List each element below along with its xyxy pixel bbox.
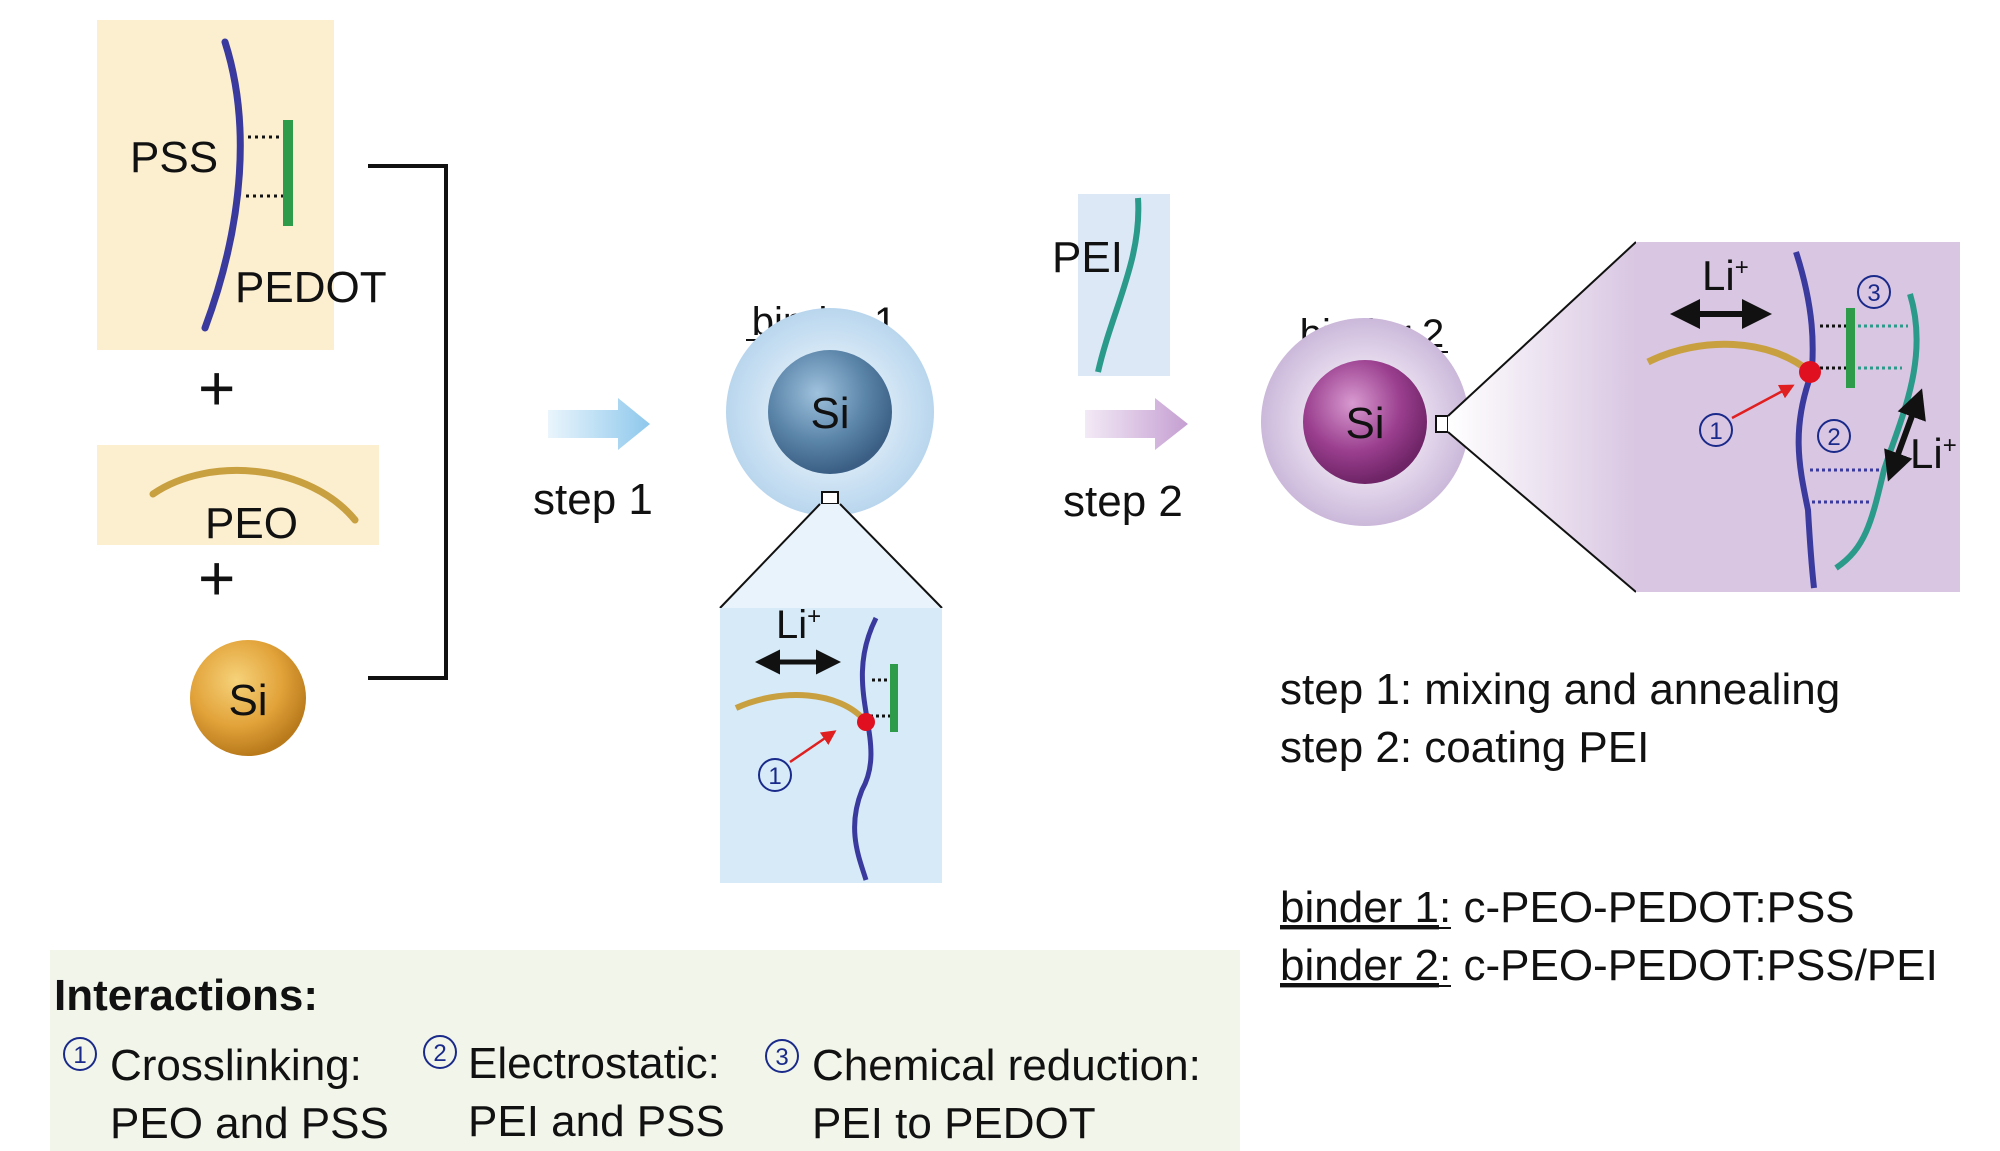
binder1-key: binder 1	[1280, 883, 1439, 932]
peo-label: PEO	[205, 499, 298, 548]
binder1-crosslink-dot	[857, 713, 875, 731]
interaction-item-1: 1 Crosslinking: PEO and PSS	[63, 1037, 389, 1148]
binder2-zoom: Li+ Li+ 1 2 3	[1447, 241, 1960, 593]
si-label: Si	[228, 676, 267, 725]
step2-arrow: step 2	[1063, 398, 1188, 526]
pei-label: PEI	[1052, 233, 1123, 282]
pedot-label: PEDOT	[235, 263, 387, 312]
binder2-li-arrow-vertical	[1884, 388, 1926, 482]
pei-chain	[1095, 197, 1142, 373]
binder2-definition: binder 2: c-PEO-PEDOT:PSS/PEI	[1280, 941, 1938, 990]
si-particle: Si	[190, 640, 306, 756]
interaction-3-line2: PEI to PEDOT	[812, 1099, 1096, 1148]
binder1-li-label: Li+	[776, 603, 821, 647]
binder2-li-label-1: Li+	[1702, 252, 1749, 299]
svg-text:2: 2	[1827, 424, 1840, 451]
svg-text:1: 1	[73, 1042, 86, 1069]
binder2-crosslink-dot	[1799, 361, 1821, 383]
step1-description: step 1: mixing and annealing	[1280, 665, 1840, 714]
interaction-2-line2: PEI and PSS	[468, 1097, 725, 1146]
interaction-2-line1: Electrostatic:	[468, 1039, 720, 1088]
svg-text:1: 1	[1709, 418, 1722, 445]
interaction-3-line1: Chemical reduction:	[812, 1041, 1201, 1090]
step2-arrow-label: step 2	[1063, 477, 1183, 526]
binder2-interaction-3-badge	[1857, 275, 1891, 309]
svg-text:2: 2	[433, 1040, 446, 1067]
pedot-pss-panel: PSS PEDOT	[97, 20, 387, 350]
binder2-core-label: Si	[1345, 399, 1384, 448]
binder1-pedot-bar	[890, 664, 898, 732]
interactions-heading: Interactions:	[54, 971, 318, 1020]
pss-chain	[201, 38, 244, 332]
binder2-def: : c-PEO-PEDOT:PSS/PEI	[1439, 941, 1938, 990]
peo-chain	[149, 467, 359, 524]
binder1-interaction-1-badge	[758, 758, 792, 792]
plus-sign-1: +	[198, 352, 235, 424]
binder-definitions: binder 1: c-PEO-PEDOT:PSS binder 2: c-PE…	[1280, 883, 1938, 990]
plus-sign-2: +	[198, 542, 235, 614]
binder2-particle: binder 2 Si	[1261, 312, 1469, 526]
binder2-pedot-bar	[1846, 308, 1855, 388]
interactions-legend: Interactions: 1 Crosslinking: PEO and PS…	[50, 950, 1240, 1151]
interaction-item-2: 2 Electrostatic: PEI and PSS	[423, 1035, 725, 1146]
binder2-interaction-2-badge	[1817, 419, 1851, 453]
svg-text:3: 3	[1867, 280, 1880, 307]
binder1-particle: binder 1 Si	[726, 300, 934, 516]
svg-text:1: 1	[768, 763, 781, 790]
pedot-bar	[283, 120, 293, 226]
binder1-interaction-arrow	[789, 730, 837, 764]
svg-text:3: 3	[775, 1044, 788, 1071]
peo-panel: PEO	[97, 445, 379, 548]
mixing-bracket	[368, 164, 448, 680]
step1-arrow: step 1	[533, 398, 653, 524]
binder2-key: binder 2	[1280, 941, 1439, 990]
binder2-li-label-2: Li+	[1910, 430, 1957, 477]
binder1-zoom: Li+ 1	[719, 503, 943, 883]
interaction-1-line1: Crosslinking:	[110, 1041, 362, 1090]
binder1-core-label: Si	[810, 389, 849, 438]
binder2-peo-chain	[1646, 340, 1813, 375]
binder2-interaction-arrow	[1731, 384, 1795, 420]
binder1-def: : c-PEO-PEDOT:PSS	[1439, 883, 1855, 932]
binder1-definition: binder 1: c-PEO-PEDOT:PSS	[1280, 883, 1855, 932]
binder1-pss-chain	[852, 616, 879, 881]
interaction-1-line2: PEO and PSS	[110, 1099, 389, 1148]
step-descriptions: step 1: mixing and annealing step 2: coa…	[1280, 665, 1840, 772]
binder2-interaction-1-badge	[1699, 413, 1733, 447]
step1-arrow-label: step 1	[533, 475, 653, 524]
binder1-peo-chain	[734, 692, 869, 724]
binder2-pss-chain	[1793, 251, 1817, 589]
interaction-item-3: 3 Chemical reduction: PEI to PEDOT	[765, 1039, 1201, 1148]
pei-panel: PEI	[1052, 194, 1170, 376]
pss-label: PSS	[130, 133, 218, 182]
step2-description: step 2: coating PEI	[1280, 723, 1649, 772]
